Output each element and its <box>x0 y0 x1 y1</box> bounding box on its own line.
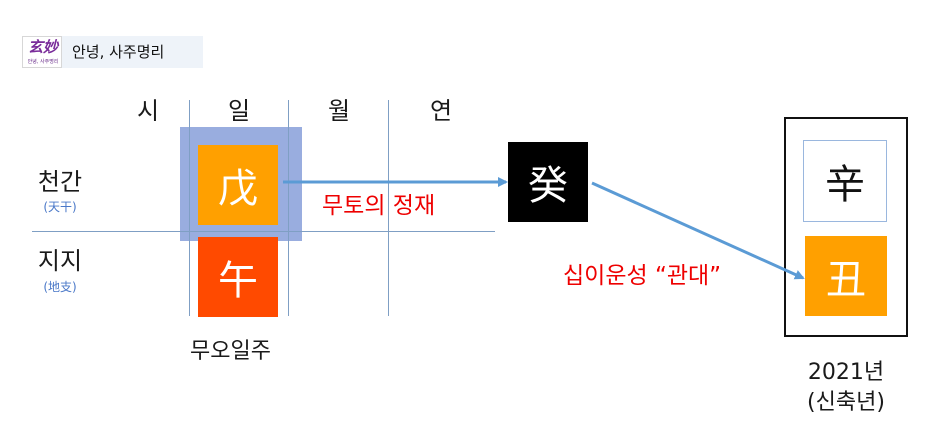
arrow-to-year-branch <box>591 181 805 280</box>
grid-line-horizontal <box>32 231 495 232</box>
brand-logo-mark: 玄妙 <box>27 38 58 56</box>
grid-line-vertical <box>388 100 389 316</box>
column-header-hour: 시 <box>136 97 160 125</box>
day-branch-tile: 午 <box>198 237 278 317</box>
year-label: 2021년 (신축년) <box>782 358 910 418</box>
grid-line-vertical <box>189 100 190 316</box>
row-label-branch: 지지 <box>37 247 83 275</box>
row-sublabel-stem: (天干) <box>43 200 77 214</box>
brand-title: 안녕, 사주명리 <box>72 43 165 61</box>
year-branch-tile: 丑 <box>805 236 887 316</box>
brand-badge: 玄妙 안녕, 사주명리 안녕, 사주명리 <box>22 36 203 68</box>
year-name: (신축년) <box>807 390 885 415</box>
pillar-caption: 무오일주 <box>190 339 271 364</box>
year-pillar-frame <box>784 117 908 337</box>
column-header-year: 연 <box>429 97 453 125</box>
wealth-stem-tile: 癸 <box>508 142 588 222</box>
grid-line-vertical <box>288 100 289 316</box>
year-stem-tile: 辛 <box>803 140 887 222</box>
column-header-day: 일 <box>227 97 251 125</box>
day-stem-tile: 戊 <box>198 145 278 225</box>
brand-logo: 玄妙 안녕, 사주명리 <box>22 36 62 68</box>
relation-label-stage: 십이운성 “관대” <box>563 263 722 289</box>
row-label-stem: 천간 <box>37 168 83 196</box>
column-header-month: 월 <box>327 97 351 125</box>
brand-logo-subtext: 안녕, 사주명리 <box>27 59 59 65</box>
relation-label-wealth: 무토의 정재 <box>322 193 436 219</box>
year-number: 2021년 <box>807 360 885 385</box>
row-sublabel-branch: (地支) <box>43 280 77 294</box>
